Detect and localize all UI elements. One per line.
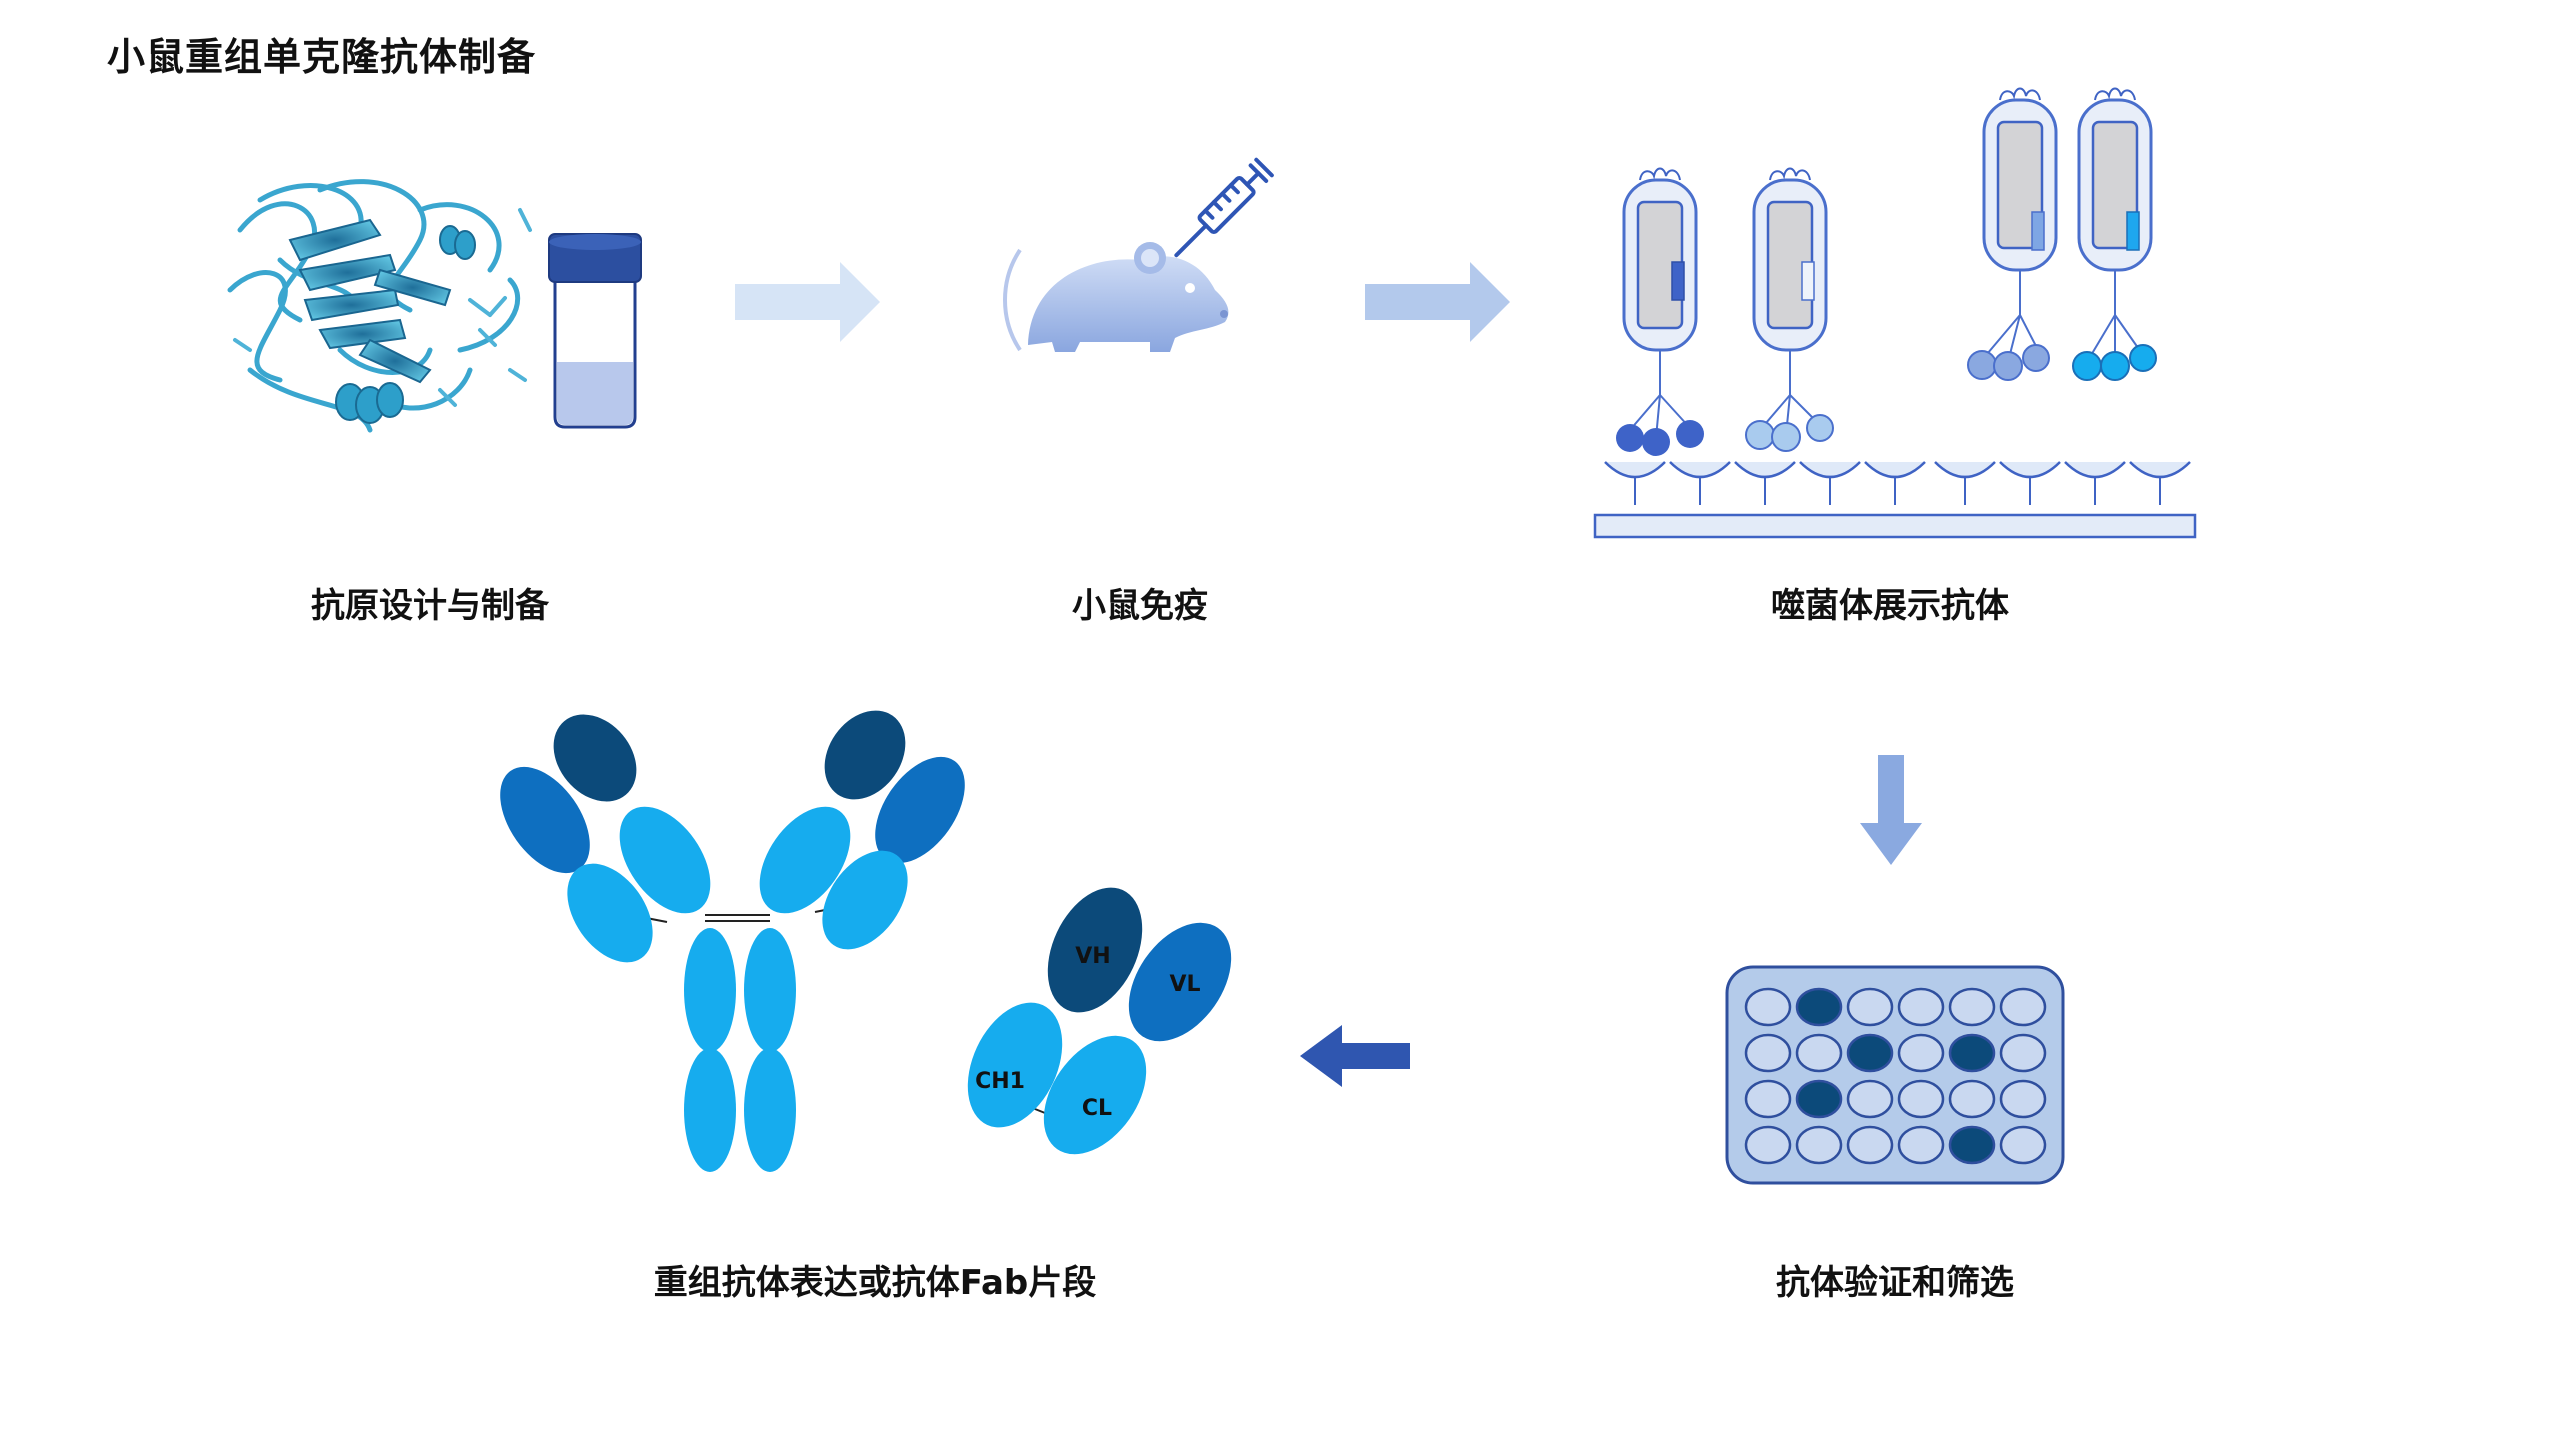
fab-label-cl: CL <box>1082 1096 1112 1121</box>
plate-well <box>1846 1125 1894 1165</box>
phage-icon <box>1593 87 2197 539</box>
plate-well <box>1744 1079 1792 1119</box>
plate-well <box>1795 1125 1843 1165</box>
plate-well <box>1744 987 1792 1027</box>
plate-well <box>1897 1033 1945 1073</box>
step-label-immunize: 小鼠免疫 <box>1072 586 1208 626</box>
page-title: 小鼠重组单克隆抗体制备 <box>107 35 537 79</box>
antibody-icon <box>500 710 965 1172</box>
plate-well <box>1999 1125 2047 1165</box>
fab-fragment-icon: VH VL CH1 CL <box>967 887 1232 1155</box>
plate-well <box>1846 1033 1894 1073</box>
plate-well <box>1897 1079 1945 1119</box>
arrow-icon <box>1365 262 1510 342</box>
arrow-icon <box>735 262 880 342</box>
fab-label-vh: VH <box>1075 944 1110 969</box>
step-label-antigen: 抗原设计与制备 <box>311 586 549 626</box>
vial-icon <box>548 233 642 429</box>
mouse-icon <box>1003 242 1229 352</box>
protein-structure-icon <box>227 179 532 433</box>
plate-well <box>1846 1079 1894 1119</box>
plate-well <box>1948 1079 1996 1119</box>
plate-well <box>1795 1079 1843 1119</box>
step-label-phage: 噬菌体展示抗体 <box>1771 586 2009 626</box>
plate-well <box>1948 1125 1996 1165</box>
plate-well <box>1795 987 1843 1027</box>
step-label-screen: 抗体验证和筛选 <box>1776 1263 2014 1303</box>
plate-well <box>1897 987 1945 1027</box>
plate-well <box>1999 1079 2047 1119</box>
plate-well <box>1999 987 2047 1027</box>
step-label-express: 重组抗体表达或抗体Fab片段 <box>653 1263 1097 1303</box>
arrow-icon <box>1860 755 1922 865</box>
plate-well <box>1948 987 1996 1027</box>
plate-well <box>1795 1033 1843 1073</box>
arrow-icon <box>1300 1025 1410 1087</box>
fab-label-vl: VL <box>1169 972 1200 997</box>
fab-label-ch1: CH1 <box>975 1069 1025 1094</box>
plate-well <box>1948 1033 1996 1073</box>
plate-well <box>1846 987 1894 1027</box>
plate-well <box>1744 1125 1792 1165</box>
syringe-icon <box>1174 157 1274 258</box>
well-plate-icon <box>1725 965 2065 1185</box>
plate-well <box>1999 1033 2047 1073</box>
plate-well <box>1897 1125 1945 1165</box>
plate-well <box>1744 1033 1792 1073</box>
